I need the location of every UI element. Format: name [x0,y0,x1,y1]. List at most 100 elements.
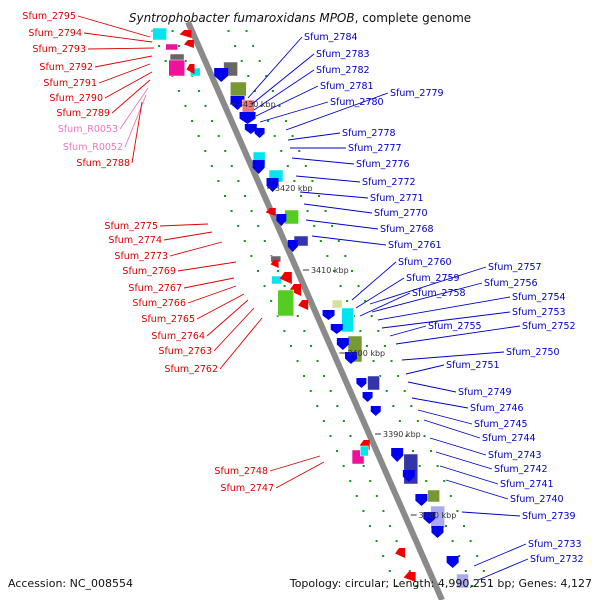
gene-label-sfum-2747[interactable]: Sfum_2747 [220,483,274,494]
gene-label-sfum-2775[interactable]: Sfum_2775 [104,221,158,232]
gene-label-sfum-2761[interactable]: Sfum_2761 [388,240,442,251]
gene-feature-blue[interactable] [254,128,265,138]
gene-feature-blue[interactable] [446,556,459,568]
gene-feature-blue[interactable] [214,68,229,82]
gene-label-sfum-2733[interactable]: Sfum_2733 [528,539,582,550]
gene-label-sfum-2784[interactable]: Sfum_2784 [304,32,358,43]
gene-label-sfum-r0052[interactable]: Sfum_R0052 [63,142,123,153]
gene-label-sfum-2759[interactable]: Sfum_2759 [406,273,460,284]
gene-feature-red[interactable] [265,208,276,216]
gene-label-sfum-2741[interactable]: Sfum_2741 [500,479,554,490]
gene-label-sfum-2758[interactable]: Sfum_2758 [412,288,466,299]
gene-feature-cyan[interactable] [360,445,369,457]
gene-feature-olive[interactable] [427,489,440,503]
gene-label-sfum-2745[interactable]: Sfum_2745 [474,419,528,430]
gene-label-sfum-2795[interactable]: Sfum_2795 [22,11,76,22]
gene-feature-blue[interactable] [322,310,335,320]
gene-label-sfum-r0053[interactable]: Sfum_R0053 [58,124,118,135]
gene-label-sfum-2791[interactable]: Sfum_2791 [43,78,97,89]
gene-label-sfum-2770[interactable]: Sfum_2770 [374,208,428,219]
gene-feature-red[interactable] [279,272,292,284]
gene-feature-cyan[interactable] [271,275,282,285]
gene-label-sfum-2732[interactable]: Sfum_2732 [530,554,584,565]
gene-feature-blue[interactable] [336,338,349,350]
gene-label-sfum-2789[interactable]: Sfum_2789 [56,108,110,119]
gene-feature-blue[interactable] [423,512,436,524]
gene-feature-olive[interactable] [230,81,247,97]
gene-label-sfum-2788[interactable]: Sfum_2788 [76,158,130,169]
gene-feature-blue[interactable] [370,406,381,416]
gene-label-sfum-2780[interactable]: Sfum_2780 [330,97,384,108]
gene-feature-red[interactable] [289,284,302,296]
gene-label-sfum-2740[interactable]: Sfum_2740 [510,494,564,505]
gene-label-sfum-2793[interactable]: Sfum_2793 [32,44,86,55]
gene-label-sfum-2771[interactable]: Sfum_2771 [370,193,424,204]
gene-label-sfum-2765[interactable]: Sfum_2765 [141,314,195,325]
gene-label-sfum-2739[interactable]: Sfum_2739 [522,511,576,522]
gene-feature-green[interactable] [277,289,295,317]
gene-feature-red[interactable] [183,40,194,48]
gene-feature-khaki[interactable] [331,299,343,309]
gene-feature-blue[interactable] [362,392,373,402]
gene-feature-red[interactable] [403,572,416,582]
gene-feature-blue[interactable] [356,378,367,388]
gene-feature-green[interactable] [284,209,299,225]
gene-label-sfum-2754[interactable]: Sfum_2754 [512,292,566,303]
gene-feature-navy[interactable] [367,375,380,391]
gene-feature-red[interactable] [298,300,309,310]
gene-label-sfum-2752[interactable]: Sfum_2752 [522,321,576,332]
gene-label-sfum-2774[interactable]: Sfum_2774 [108,235,162,246]
gene-label-sfum-2757[interactable]: Sfum_2757 [488,262,542,273]
gene-label-sfum-2781[interactable]: Sfum_2781 [320,81,374,92]
gene-label-sfum-2794[interactable]: Sfum_2794 [28,28,82,39]
gene-label-sfum-2749[interactable]: Sfum_2749 [458,387,512,398]
gene-feature-cyan[interactable] [341,307,354,333]
gene-label-sfum-2750[interactable]: Sfum_2750 [506,347,560,358]
gene-feature-blue[interactable] [330,324,343,334]
gene-label-sfum-2776[interactable]: Sfum_2776 [356,159,410,170]
gene-label-sfum-2753[interactable]: Sfum_2753 [512,307,566,318]
gene-feature-red[interactable] [179,30,192,38]
gene-label-sfum-2763[interactable]: Sfum_2763 [158,346,212,357]
gene-feature-blue[interactable] [402,470,415,482]
gene-feature-blue[interactable] [230,96,245,110]
gene-label-sfum-2748[interactable]: Sfum_2748 [214,466,268,477]
gene-label-sfum-2755[interactable]: Sfum_2755 [428,321,482,332]
gene-feature-cyan[interactable] [152,27,167,41]
gene-feature-blue[interactable] [415,494,428,506]
gene-label-sfum-2790[interactable]: Sfum_2790 [49,93,103,104]
gene-label-sfum-2779[interactable]: Sfum_2779 [390,88,444,99]
gene-feature-blue[interactable] [239,112,256,124]
gene-label-sfum-2756[interactable]: Sfum_2756 [484,278,538,289]
gene-label-sfum-2767[interactable]: Sfum_2767 [128,283,182,294]
gene-feature-cyan[interactable] [189,67,201,77]
gene-label-sfum-2782[interactable]: Sfum_2782 [316,65,370,76]
gene-feature-red[interactable] [395,548,406,558]
gene-feature-blue[interactable] [244,124,257,134]
gene-label-sfum-2766[interactable]: Sfum_2766 [132,298,186,309]
gene-feature-blue[interactable] [287,240,298,252]
gene-label-sfum-2743[interactable]: Sfum_2743 [488,450,542,461]
gene-label-sfum-2769[interactable]: Sfum_2769 [122,266,176,277]
gene-feature-lavender[interactable] [456,573,469,589]
gene-label-sfum-2746[interactable]: Sfum_2746 [470,403,524,414]
gene-feature-blue[interactable] [345,352,358,364]
gene-label-sfum-2762[interactable]: Sfum_2762 [164,364,218,375]
gene-feature-blue[interactable] [276,214,287,226]
gene-label-sfum-2792[interactable]: Sfum_2792 [39,62,93,73]
gene-label-sfum-2751[interactable]: Sfum_2751 [446,360,500,371]
gene-feature-magenta[interactable] [168,59,185,77]
gene-feature-blue[interactable] [252,160,265,174]
gene-label-sfum-2778[interactable]: Sfum_2778 [342,128,396,139]
gene-feature-magenta[interactable] [165,43,178,51]
gene-label-sfum-2760[interactable]: Sfum_2760 [398,257,452,268]
gene-label-sfum-2768[interactable]: Sfum_2768 [380,224,434,235]
gene-label-sfum-2777[interactable]: Sfum_2777 [348,143,402,154]
gene-feature-red[interactable] [270,260,279,268]
gene-feature-blue[interactable] [431,526,444,538]
gene-label-sfum-2744[interactable]: Sfum_2744 [482,433,536,444]
gene-label-sfum-2773[interactable]: Sfum_2773 [114,251,168,262]
gene-label-sfum-2742[interactable]: Sfum_2742 [494,464,548,475]
gene-feature-blue[interactable] [391,448,404,462]
gene-label-sfum-2783[interactable]: Sfum_2783 [316,49,370,60]
